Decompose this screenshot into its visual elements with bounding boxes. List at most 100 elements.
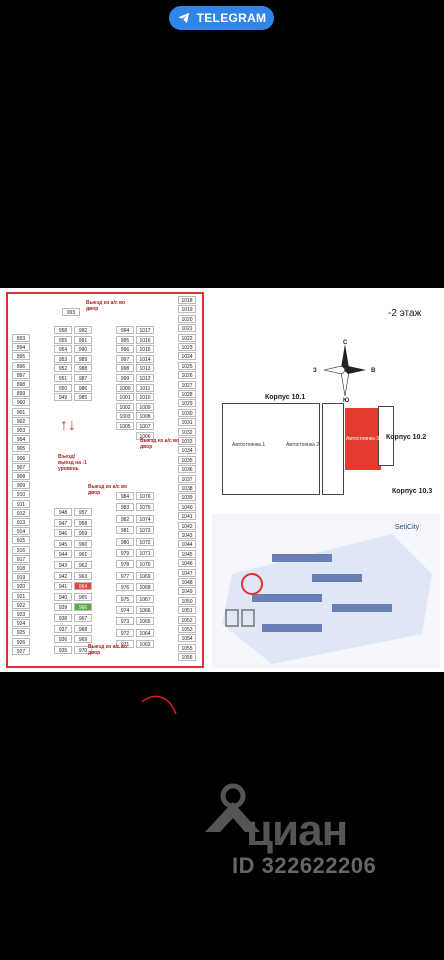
parking-space: 1050	[178, 596, 196, 605]
parking-space: 969	[74, 635, 92, 644]
parking-space: 1006	[136, 431, 154, 440]
parking-space: 961	[74, 550, 92, 559]
parking-space: 987	[74, 374, 92, 382]
parking-space: 898	[12, 380, 30, 388]
parking-space: 911	[12, 499, 30, 508]
parking-space: 1012	[136, 374, 154, 382]
parking-space: 915	[12, 536, 30, 545]
parking-space: 962	[74, 561, 92, 569]
parking-space: 1032	[178, 427, 196, 436]
parking-space: 921	[12, 591, 30, 600]
parking-space: 903	[12, 426, 30, 434]
parking-space: 1069	[136, 571, 154, 580]
telegram-button[interactable]: TELEGRAM	[169, 6, 274, 30]
parking-space: 1000	[116, 383, 134, 392]
parking-space: 1047	[178, 568, 196, 577]
parking-space: 1027	[178, 380, 196, 389]
parking-space: 902	[12, 416, 30, 425]
parking-space: 1071	[136, 549, 154, 557]
parking-space: 908	[12, 472, 30, 480]
parking-space: 1053	[178, 625, 196, 633]
parking-space: 977	[116, 571, 134, 580]
parking-space: 949	[54, 393, 72, 402]
parking-space: 1033	[178, 437, 196, 445]
parking-space: 975	[116, 594, 134, 603]
parking-space: 965	[74, 592, 92, 601]
cian-watermark-id: ID 322622206	[232, 853, 377, 878]
compass-icon	[323, 344, 366, 397]
parking-space: 1056	[178, 653, 196, 662]
parking-space: 938	[54, 614, 72, 622]
parking-space: 894	[12, 343, 30, 352]
parking-space: 980	[116, 537, 134, 546]
corpus-10-3: Корпус 10.3	[392, 488, 433, 495]
parking-space: 1029	[178, 399, 196, 408]
parking-space: 1015	[136, 345, 154, 354]
parking-space: 1068	[136, 583, 154, 592]
parking-space: 952	[54, 364, 72, 373]
parking-space: 1067	[136, 594, 154, 603]
parking-space: 996	[116, 345, 134, 354]
parking-label-1: Автостоянка 1	[232, 442, 266, 448]
parking-space: 954	[54, 345, 72, 354]
parking-space: 1008	[136, 412, 154, 421]
map-logo: SetiCity	[395, 524, 420, 531]
parking-space: 1034	[178, 446, 196, 455]
parking-space: 936	[54, 635, 72, 644]
parking-space: 1038	[178, 484, 196, 492]
telegram-label: TELEGRAM	[196, 11, 267, 25]
parking-space: 948	[54, 508, 72, 516]
parking-space: 1041	[178, 512, 196, 521]
parking-space: 1051	[178, 606, 196, 615]
parking-space: 920	[12, 582, 30, 591]
parking-space: 972	[116, 628, 134, 637]
parking-space: 897	[12, 370, 30, 379]
parking-space: 1063	[136, 640, 154, 649]
parking-space: 1026	[178, 371, 196, 380]
parking-space: 917	[12, 554, 30, 563]
parking-space: 999	[116, 374, 134, 382]
parking-space: 1065	[136, 617, 154, 626]
parking-space: 955	[54, 335, 72, 344]
parking-space: 1031	[178, 418, 196, 427]
parking-space: 984	[116, 492, 134, 500]
parking-space: 905	[12, 444, 30, 453]
ramp-up-arrow: ↑↓	[60, 417, 76, 434]
parking-space: 963	[74, 571, 92, 580]
parking-space: 935	[54, 645, 72, 654]
parking-space: 971	[116, 640, 134, 649]
parking-space: 1045	[178, 549, 196, 558]
parking-space: 1028	[178, 390, 196, 398]
parking-space: 904	[12, 435, 30, 444]
parking-space: 990	[74, 345, 92, 354]
parking-space: 1055	[178, 643, 196, 652]
selected-parking-zone	[345, 408, 381, 470]
parking-space: 1010	[136, 393, 154, 402]
parking-space: 951	[54, 374, 72, 382]
parking-space: 986	[74, 383, 92, 392]
parking-space: 1011	[136, 383, 154, 392]
map-pin-icon	[205, 783, 260, 832]
parking-space: 910	[12, 490, 30, 499]
parking-space: 899	[12, 389, 30, 398]
telegram-icon	[177, 12, 189, 24]
parking-space: 914	[12, 527, 30, 536]
parking-space: 1048	[178, 578, 196, 586]
parking-space: 896	[12, 361, 30, 370]
compass-n: С	[343, 340, 348, 346]
parking-space: 913	[12, 518, 30, 526]
parking-space: 976	[116, 583, 134, 592]
parking-space: 927	[12, 646, 30, 655]
parking-space: 906	[12, 453, 30, 462]
parking-space: 937	[54, 624, 72, 633]
parking-space: 946	[54, 529, 72, 538]
parking-space: 1016	[136, 335, 154, 344]
parking-space: 981	[116, 526, 134, 535]
parking-space: 1043	[178, 531, 196, 539]
parking-space: 919	[12, 573, 30, 582]
parking-space: 973	[116, 617, 134, 626]
parking-space: 968	[74, 624, 92, 633]
parking-space: 900	[12, 398, 30, 407]
